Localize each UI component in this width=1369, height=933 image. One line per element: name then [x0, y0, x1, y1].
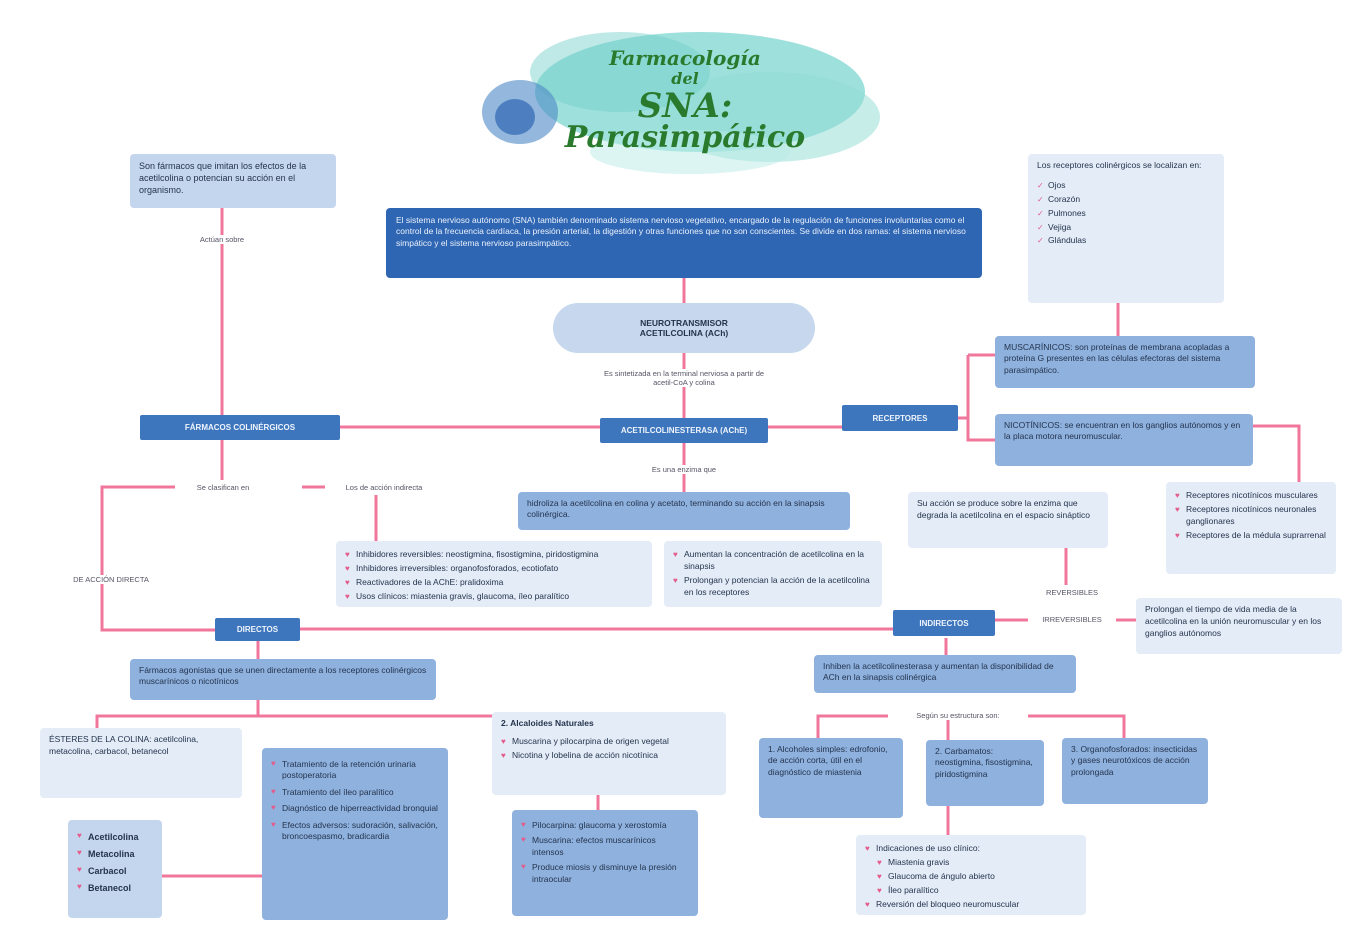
list-item: Diagnóstico de hiperreactividad bronquia… [271, 803, 439, 814]
neurotransmitter-cloud: NEUROTRANSMISOR ACETILCOLINA (ACh) [553, 303, 815, 353]
list-item: Metacolina [77, 848, 153, 860]
category-organophosphates: 3. Organofosforados: insecticidas y gase… [1062, 738, 1208, 804]
acetylcholinesterase-header: ACETILCOLINESTERASA (AChE) [600, 418, 768, 443]
list-item: Inhibidores irreversibles: organofosfora… [345, 563, 643, 575]
list-item: Betanecol [77, 882, 153, 894]
list-item: Tratamiento de la retención urinaria pos… [271, 759, 439, 782]
irreversible-label: IRREVERSIBLES [1028, 615, 1116, 624]
cholinergic-drugs-header: FÁRMACOS COLINÉRGICOS [140, 415, 340, 440]
list-item: Pilocarpina: glaucoma y xerostomía [521, 820, 689, 831]
choline-esters-list: Acetilcolina Metacolina Carbacol Betanec… [68, 820, 162, 918]
title-line-1: Farmacología [609, 46, 761, 70]
choline-esters-description: ÉSTERES DE LA COLINA: acetilcolina, meta… [40, 728, 242, 798]
list-item: Glaucoma de ángulo abierto [877, 871, 1077, 883]
cloud-line-2: ACETILCOLINA (ACh) [639, 328, 729, 338]
title-line-4: Parasimpático [564, 120, 806, 155]
receptor-locations-box: Los receptores colinérgicos se localizan… [1028, 154, 1224, 303]
indirect-header: INDIRECTOS [893, 610, 995, 636]
list-item: Vejiga [1037, 222, 1215, 234]
middle-list: Aumentan la concentración de acetilcolin… [664, 541, 882, 607]
list-item: Tratamiento del íleo paralítico [271, 787, 439, 798]
muscarinic-description: MUSCARÍNICOS: son proteínas de membrana … [995, 336, 1255, 388]
alkaloid-uses-list: Pilocarpina: glaucoma y xerostomía Musca… [512, 810, 698, 916]
left-mid-label: Se clasifican en [175, 483, 271, 492]
center-label: Es una enzima que [620, 465, 748, 474]
list-item: Reactivadores de la AChE: pralidoxima [345, 577, 643, 589]
list-item: Prolongan y potencian la acción de la ac… [673, 575, 873, 599]
list-item: Receptores de la médula suprarrenal [1175, 530, 1327, 542]
list-item: Receptores nicotínicos neuronales gangli… [1175, 504, 1327, 528]
main-description: El sistema nervioso autónomo (SNA) tambi… [386, 208, 982, 278]
list-item: Efectos adversos: sudoración, salivación… [271, 820, 439, 843]
left-top-description: Son fármacos que imitan los efectos de l… [130, 154, 336, 208]
list-item: Muscarina: efectos muscarínicos intensos [521, 835, 689, 858]
cloud-line-1: NEUROTRANSMISOR [640, 318, 728, 328]
left-side-label: DE ACCIÓN DIRECTA [40, 575, 182, 584]
natural-alkaloids-box: 2. Alcaloides Naturales Muscarina y pilo… [492, 712, 726, 795]
list-item: Aumentan la concentración de acetilcolin… [673, 549, 873, 573]
title-line-3: SNA: [637, 86, 733, 126]
list-item: Carbacol [77, 865, 153, 877]
receptors-header: RECEPTORES [842, 405, 958, 431]
list-item: Reversión del bloqueo neuromuscular [865, 899, 1077, 911]
list-item: Usos clínicos: miastenia gravis, glaucom… [345, 591, 643, 603]
direct-description: Fármacos agonistas que se unen directame… [130, 659, 436, 700]
title-line-2: del [671, 69, 699, 88]
indirect-top-description: Su acción se produce sobre la enzima que… [908, 492, 1108, 548]
cloud-note: Es sintetizada en la terminal nerviosa a… [598, 369, 770, 387]
title-block: Farmacología del SNA: Parasimpático [540, 48, 830, 178]
reversible-label: REVERSIBLES [1026, 588, 1118, 597]
list-item: Produce miosis y disminuye la presión in… [521, 862, 689, 885]
natural-alkaloids-title: 2. Alcaloides Naturales [501, 718, 594, 728]
category-alcohols: 1. Alcoholes simples: edrofonio, de acci… [759, 738, 903, 818]
indirect-description: Inhiben la acetilcolinesterasa y aumenta… [814, 655, 1076, 693]
list-item: Acetilcolina [77, 831, 153, 843]
list-item: Miastenia gravis [877, 857, 1077, 869]
list-item: Corazón [1037, 194, 1215, 206]
watercolor-splash-graphic [482, 32, 880, 174]
list-item: Indicaciones de uso clínico: [865, 843, 1077, 855]
category-carbamates: 2. Carbamatos: neostigmina, fisostigmina… [926, 740, 1044, 806]
left-mid-label-2: Los de acción indirecta [325, 483, 443, 492]
direct-uses-list: Tratamiento de la retención urinaria pos… [262, 748, 448, 920]
list-item: Receptores nicotínicos musculares [1175, 490, 1327, 502]
center-description: hidroliza la acetilcolina en colina y ac… [518, 492, 850, 530]
indirect-sub-label: Según su estructura son: [888, 711, 1028, 720]
list-item: Nicotina y lobelina de acción nicotínica [501, 750, 717, 762]
list-item: Glándulas [1037, 235, 1215, 247]
nicotinic-description: NICOTÍNICOS: se encuentran en los gangli… [995, 414, 1253, 466]
receptor-locations-title: Los receptores colinérgicos se localizan… [1037, 160, 1202, 170]
indirect-side-description: Prolongan el tiempo de vida media de la … [1136, 598, 1342, 654]
list-item: Inhibidores reversibles: neostigmina, fi… [345, 549, 643, 561]
list-item: Ojos [1037, 180, 1215, 192]
clinical-uses-list: Indicaciones de uso clínico: Miastenia g… [856, 835, 1086, 915]
left-top-label: Actúan sobre [185, 235, 259, 244]
direct-header: DIRECTOS [215, 618, 300, 641]
list-item: Pulmones [1037, 208, 1215, 220]
nicotinic-types-list: Receptores nicotínicos musculares Recept… [1166, 482, 1336, 574]
list-item: Muscarina y pilocarpina de origen vegeta… [501, 736, 717, 748]
title-splash [470, 12, 890, 182]
indirect-action-list: Inhibidores reversibles: neostigmina, fi… [336, 541, 652, 607]
list-item: Íleo paralítico [877, 885, 1077, 897]
